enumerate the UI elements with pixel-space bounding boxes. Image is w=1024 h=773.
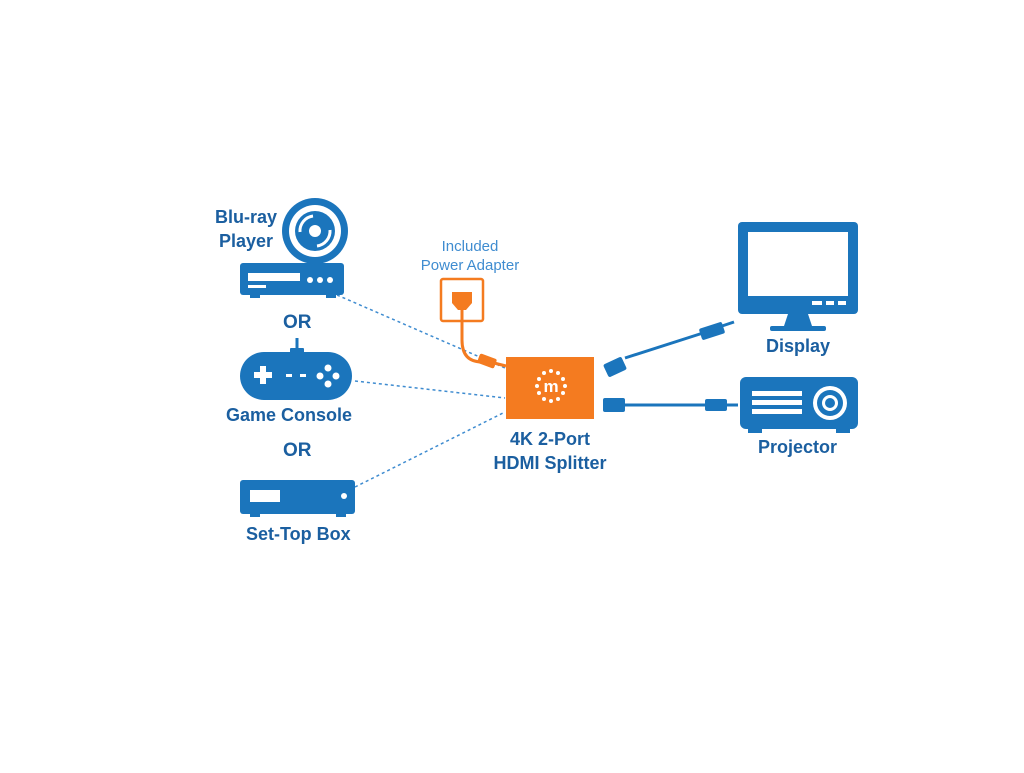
splitter-label-line2: HDMI Splitter: [493, 453, 607, 473]
display-label: Display: [766, 336, 831, 356]
display-cable: [603, 320, 735, 377]
game-console-connection-line: [354, 380, 506, 399]
set-top-box-label: Set-Top Box: [246, 524, 351, 544]
bluray-disc-icon: [282, 198, 348, 264]
projector-label: Projector: [758, 437, 838, 457]
projector-icon: [740, 377, 858, 433]
power-adapter-icon: [439, 277, 507, 369]
power-adapter-label-line1: Included: [441, 238, 499, 255]
bluray-label: Blu-ray Player: [208, 205, 284, 253]
bluray-label-line1: Blu-ray: [214, 207, 277, 227]
gamepad-icon: [240, 338, 352, 400]
set-top-box-connection-line: [354, 411, 506, 488]
or-separator-1: OR: [283, 312, 312, 333]
game-console-label: Game Console: [226, 405, 353, 425]
power-adapter-label-line2: Power Adapter: [420, 257, 520, 274]
set-top-box-icon: [240, 480, 355, 517]
projector-cable: [603, 398, 738, 412]
power-adapter-label: Included Power Adapter: [404, 237, 536, 275]
bluray-label-line2: Player: [218, 231, 274, 251]
display-icon: [738, 222, 858, 331]
splitter-icon: m: [506, 357, 594, 419]
bluray-connection-line: [336, 294, 506, 369]
splitter-label: 4K 2-Port HDMI Splitter: [480, 427, 620, 475]
splitter-label-line1: 4K 2-Port: [509, 429, 590, 449]
or-separator-2: OR: [283, 440, 312, 461]
bluray-player-icon: [240, 263, 344, 298]
splitter-logo-letter: m: [543, 377, 558, 396]
